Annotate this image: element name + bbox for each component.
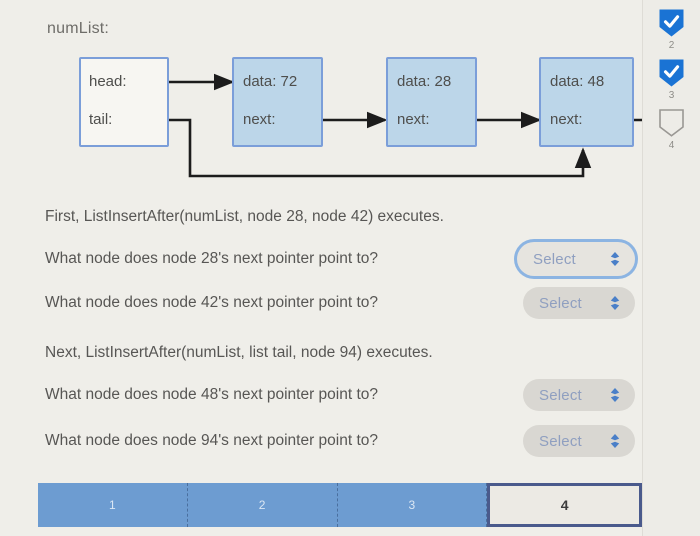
question-text-node-48: What node does node 48's next pointer po… [45, 386, 379, 403]
question-row-node-94: What node does node 94's next pointer po… [45, 424, 635, 458]
rail-step-4[interactable]: 4 [658, 108, 685, 151]
select-dropdown-node-42-label: Select [539, 294, 582, 312]
check-shield-icon [658, 58, 685, 88]
rail-step-3[interactable]: 3 [658, 58, 685, 101]
linked-list-diagram: head: tail: data: 72 next: data: 28 next… [0, 0, 642, 200]
progress-segment-4[interactable]: 4 [487, 483, 642, 527]
empty-shield-icon [658, 108, 685, 138]
node-box-72 [232, 57, 323, 147]
section-1-lead-text: First, ListInsertAfter(numList, node 28,… [45, 208, 444, 225]
question-text-node-42: What node does node 42's next pointer po… [45, 294, 379, 311]
progress-segment-2[interactable]: 2 [187, 483, 338, 527]
chevron-updown-icon [610, 296, 620, 310]
progress-segment-3-label: 3 [408, 498, 416, 512]
chevron-updown-icon [610, 434, 620, 448]
progress-segment-1-label: 1 [109, 498, 116, 512]
select-dropdown-node-48-label: Select [539, 386, 582, 404]
progress-segment-2-label: 2 [258, 498, 266, 512]
rail-step-4-number: 4 [668, 140, 675, 151]
rail-step-2-number: 2 [668, 40, 675, 51]
section-2-lead-text: Next, ListInsertAfter(numList, list tail… [45, 344, 433, 361]
node-72-next-label: next: [243, 111, 276, 128]
list-head-tail-box [79, 57, 169, 147]
select-dropdown-node-94-label: Select [539, 432, 582, 450]
select-dropdown-node-28-label: Select [533, 250, 576, 268]
check-shield-icon [658, 8, 685, 38]
lesson-content: numList: head: tail: data: 72 [0, 0, 642, 527]
node-48-next-label: next: [550, 111, 583, 128]
node-box-48 [539, 57, 634, 147]
question-row-node-48: What node does node 48's next pointer po… [45, 378, 635, 412]
tail-field-label: tail: [89, 111, 113, 128]
select-dropdown-node-42[interactable]: Select [523, 287, 635, 319]
question-text-node-94: What node does node 94's next pointer po… [45, 432, 379, 449]
progress-segment-1[interactable]: 1 [38, 483, 188, 527]
node-28-data-label: data: 28 [397, 73, 452, 90]
question-row-node-28: What node does node 28's next pointer po… [45, 242, 635, 276]
progress-segment-4-label: 4 [560, 497, 569, 513]
progress-segment-3[interactable]: 3 [337, 483, 488, 527]
head-field-label: head: [89, 73, 127, 90]
node-box-28 [386, 57, 477, 147]
step-rail: 2 3 4 [642, 0, 700, 536]
question-text-node-28: What node does node 28's next pointer po… [45, 250, 379, 267]
rail-step-2[interactable]: 2 [658, 8, 685, 51]
select-dropdown-node-48[interactable]: Select [523, 379, 635, 411]
node-48-data-label: data: 48 [550, 73, 605, 90]
progress-bar: 1 2 3 4 [38, 483, 642, 527]
chevron-updown-icon [610, 388, 620, 402]
chevron-updown-icon [610, 252, 620, 266]
node-72-data-label: data: 72 [243, 73, 298, 90]
rail-step-3-number: 3 [668, 90, 675, 101]
list-variable-label: numList: [47, 20, 110, 37]
select-dropdown-node-94[interactable]: Select [523, 425, 635, 457]
node-28-next-label: next: [397, 111, 430, 128]
question-row-node-42: What node does node 42's next pointer po… [45, 286, 635, 320]
select-dropdown-node-28[interactable]: Select [517, 242, 635, 276]
